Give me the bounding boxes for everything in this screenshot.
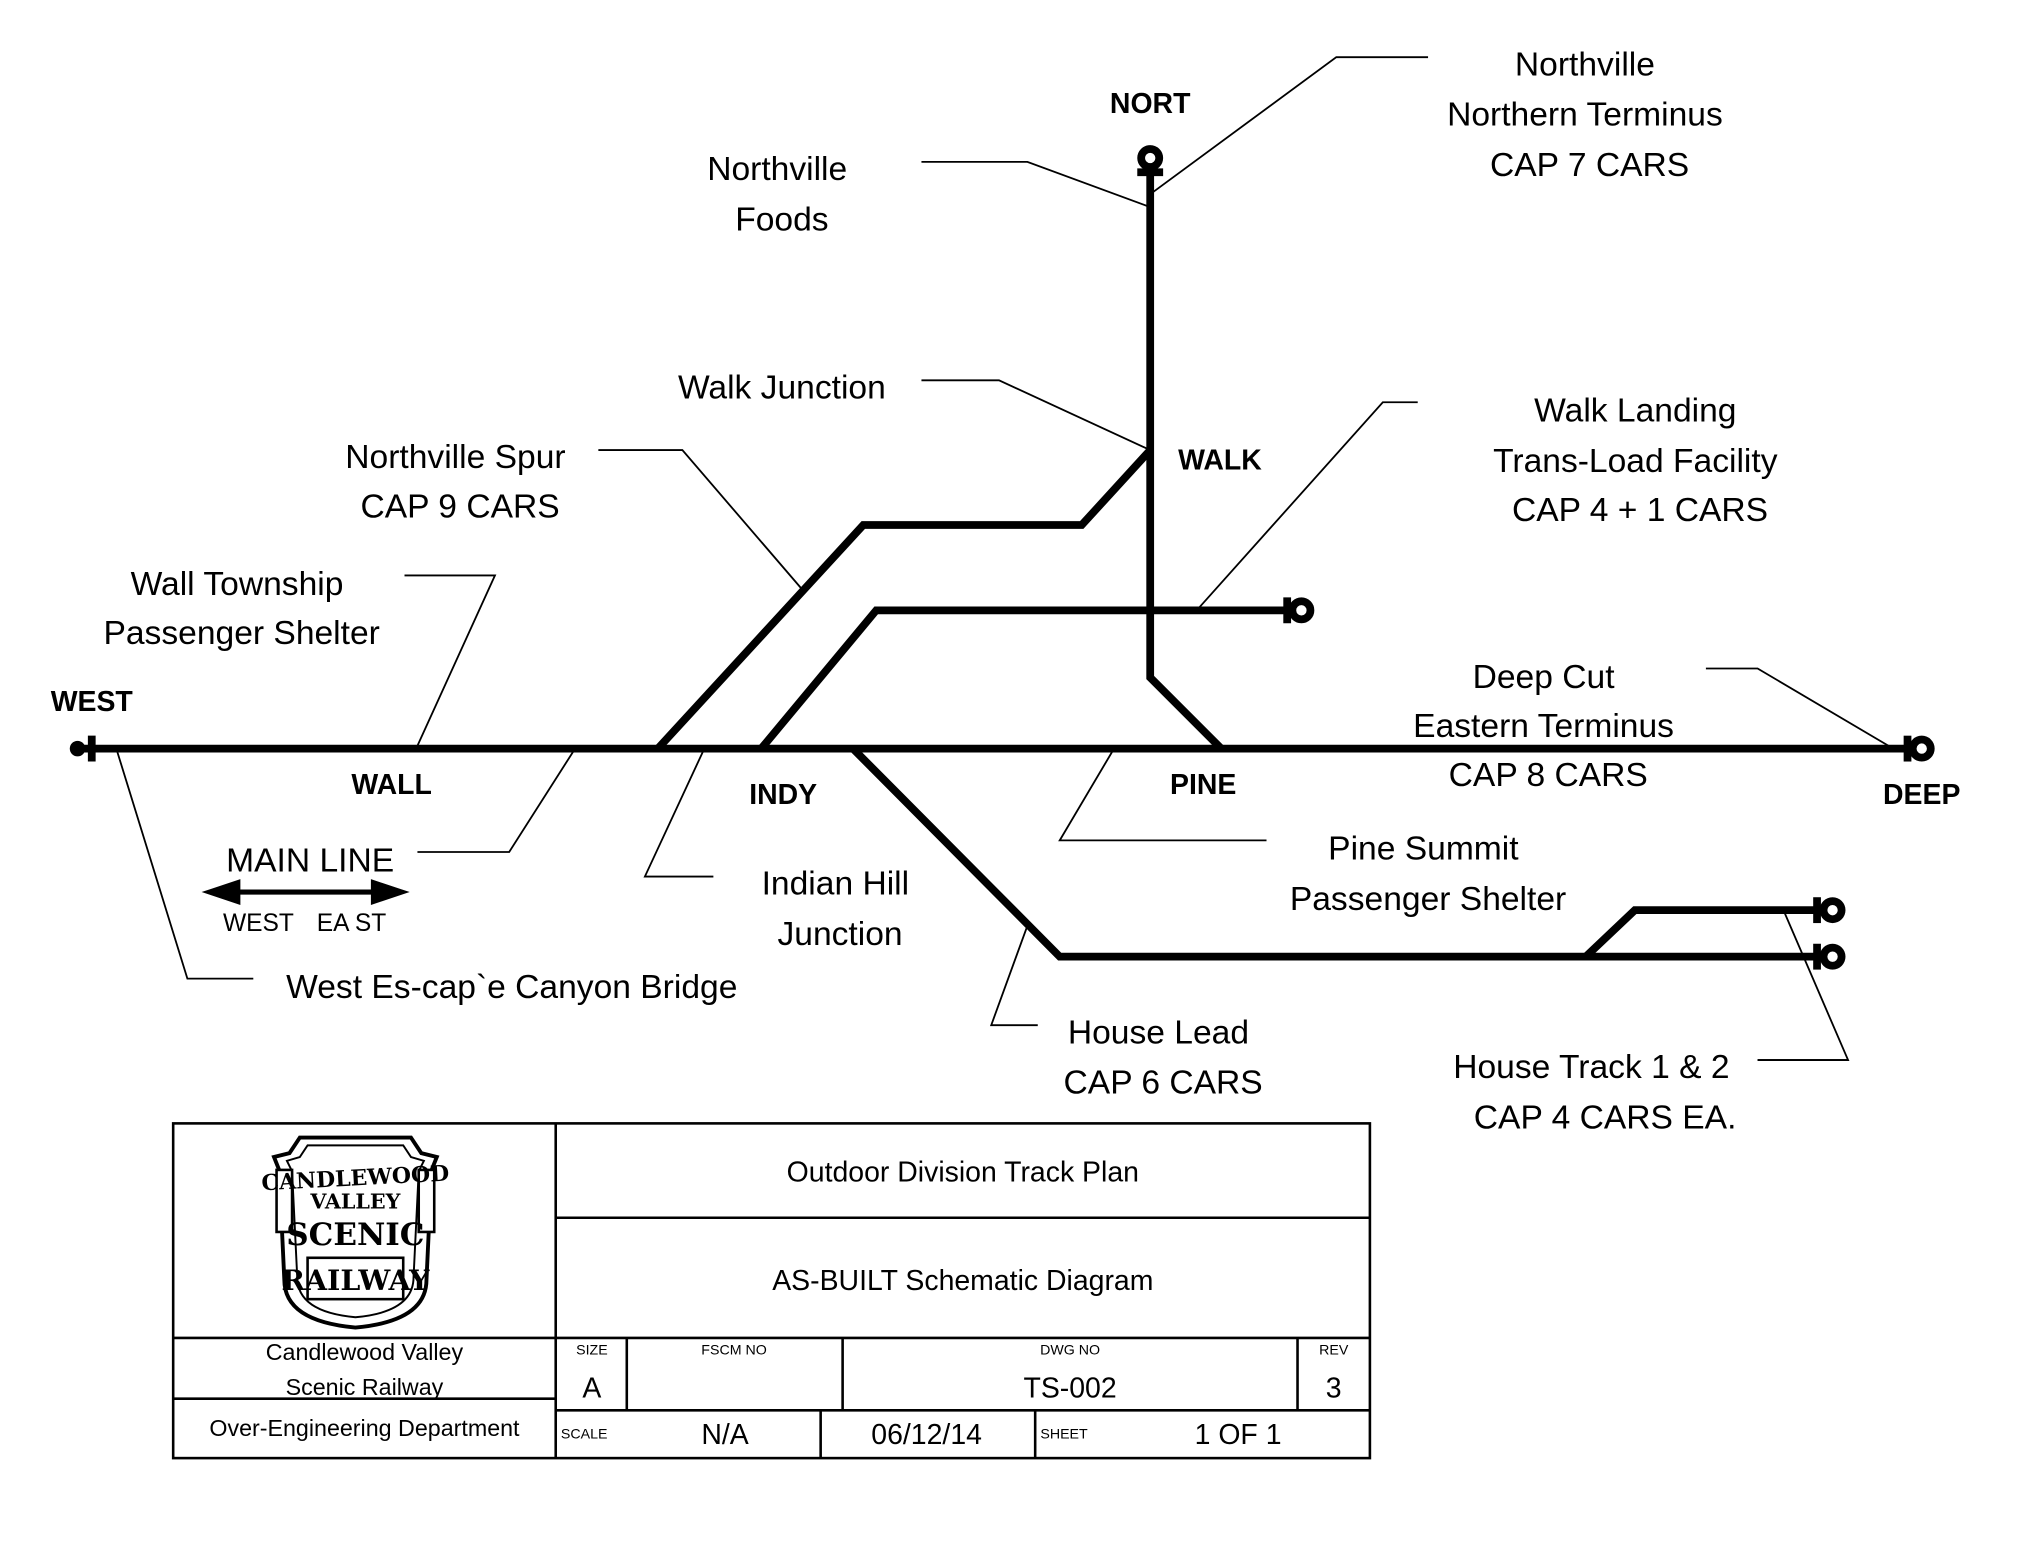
leader-deep-cut	[1705, 667, 1894, 750]
deep-end-symbol	[1903, 735, 1935, 762]
east-arrow-icon	[370, 879, 410, 905]
station-labels: NORT WALK WEST WALL INDY PINE DEEP	[51, 88, 1961, 811]
northville-branch-track	[1146, 172, 1225, 752]
station-indy: INDY	[749, 779, 817, 811]
west-arrow-icon	[201, 879, 241, 905]
house-track-2-end-symbol	[1813, 943, 1846, 970]
northville-foods-label: Northville Foods	[707, 151, 856, 238]
dwg-no-label: DWG NO	[1040, 1343, 1100, 1359]
leader-main-line	[417, 748, 576, 853]
leader-indian-hill	[643, 748, 714, 878]
track-ends	[69, 145, 1935, 970]
leader-walk-junction	[921, 379, 1151, 451]
nort-end-symbol	[1137, 145, 1164, 177]
fscm-label: FSCM NO	[701, 1343, 767, 1359]
legend-west: WEST	[223, 910, 294, 937]
walk-junction-label: Walk Junction	[678, 369, 886, 406]
leader-wall-township	[404, 574, 497, 749]
indian-hill-label: Indian Hill Junction	[762, 866, 919, 953]
department-name: Over-Engineering Department	[209, 1415, 520, 1441]
sheet-value: 1 OF 1	[1195, 1419, 1282, 1451]
direction-legend: WEST EA ST	[201, 879, 410, 937]
descriptive-labels: Northville Northern Terminus CAP 7 CARS …	[103, 46, 1787, 1136]
west-end-symbol	[69, 735, 96, 762]
house-lead-track	[850, 745, 1818, 961]
main-line-label: MAIN LINE	[226, 842, 394, 879]
station-pine: PINE	[1170, 769, 1236, 801]
walk-landing-end-symbol	[1283, 597, 1315, 624]
logo-text-4: RAILWAY	[281, 1263, 430, 1297]
house-track-label: House Track 1 & 2 CAP 4 CARS EA.	[1453, 1049, 1739, 1136]
leader-walk-landing	[1196, 401, 1418, 611]
logo-text-3: SCENIC	[286, 1217, 424, 1253]
leader-west-bridge	[115, 748, 254, 980]
deep-cut-label: Deep Cut Eastern Terminus CAP 8 CARS	[1413, 659, 1683, 794]
northville-spur-track	[654, 447, 1154, 752]
station-deep: DEEP	[1883, 779, 1960, 811]
leader-northville-foods	[921, 160, 1151, 208]
wall-township-label: Wall Township Passenger Shelter	[103, 566, 379, 652]
scale-label: SCALE	[561, 1427, 608, 1443]
walk-landing-label: Walk Landing Trans-Load Facility CAP 4 +…	[1493, 393, 1787, 530]
railway-logo: CANDLEWOOD VALLEY SCENIC RAILWAY	[261, 1135, 450, 1330]
drawing-subtitle: AS-BUILT Schematic Diagram	[772, 1265, 1153, 1297]
station-nort: NORT	[1110, 88, 1191, 120]
size-label: SIZE	[576, 1343, 608, 1359]
leader-pine-summit	[1058, 748, 1267, 842]
drawing-title: Outdoor Division Track Plan	[787, 1157, 1139, 1189]
station-west: WEST	[51, 686, 134, 718]
leader-northville-terminus	[1149, 56, 1429, 195]
company-name-line2: Scenic Railway	[286, 1374, 444, 1400]
leader-northville-spur	[598, 449, 802, 589]
station-walk: WALK	[1178, 444, 1262, 476]
northville-spur-label: Northville Spur CAP 9 CARS	[345, 439, 575, 525]
legend-east: EA ST	[317, 910, 387, 937]
house-track-1-end-symbol	[1813, 897, 1846, 924]
dwg-no-value: TS-002	[1023, 1372, 1116, 1404]
date-value: 06/12/14	[871, 1419, 982, 1451]
size-value: A	[582, 1372, 601, 1404]
company-name-line1: Candlewood Valley	[266, 1339, 464, 1365]
northville-terminus-label: Northville Northern Terminus CAP 7 CARS	[1447, 46, 1732, 184]
leader-house-track-1	[1757, 909, 1850, 1061]
sheet-label: SHEET	[1040, 1427, 1088, 1443]
tracks	[80, 172, 1911, 961]
house-lead-label: House Lead CAP 6 CARS	[1064, 1014, 1263, 1101]
logo-text-2: VALLEY	[309, 1190, 400, 1214]
title-block: CANDLEWOOD VALLEY SCENIC RAILWAY Outdoor…	[171, 1122, 1372, 1460]
rev-value: 3	[1326, 1372, 1342, 1404]
walk-landing-track	[758, 606, 1288, 752]
station-wall: WALL	[351, 769, 432, 801]
leader-house-lead	[989, 925, 1038, 1027]
scale-value: N/A	[701, 1419, 748, 1451]
rev-label: REV	[1319, 1343, 1349, 1359]
house-track-1	[1583, 906, 1818, 960]
west-bridge-label: West Es-cap`e Canyon Bridge	[286, 969, 737, 1006]
pine-summit-label: Pine Summit Passenger Shelter	[1290, 831, 1566, 918]
